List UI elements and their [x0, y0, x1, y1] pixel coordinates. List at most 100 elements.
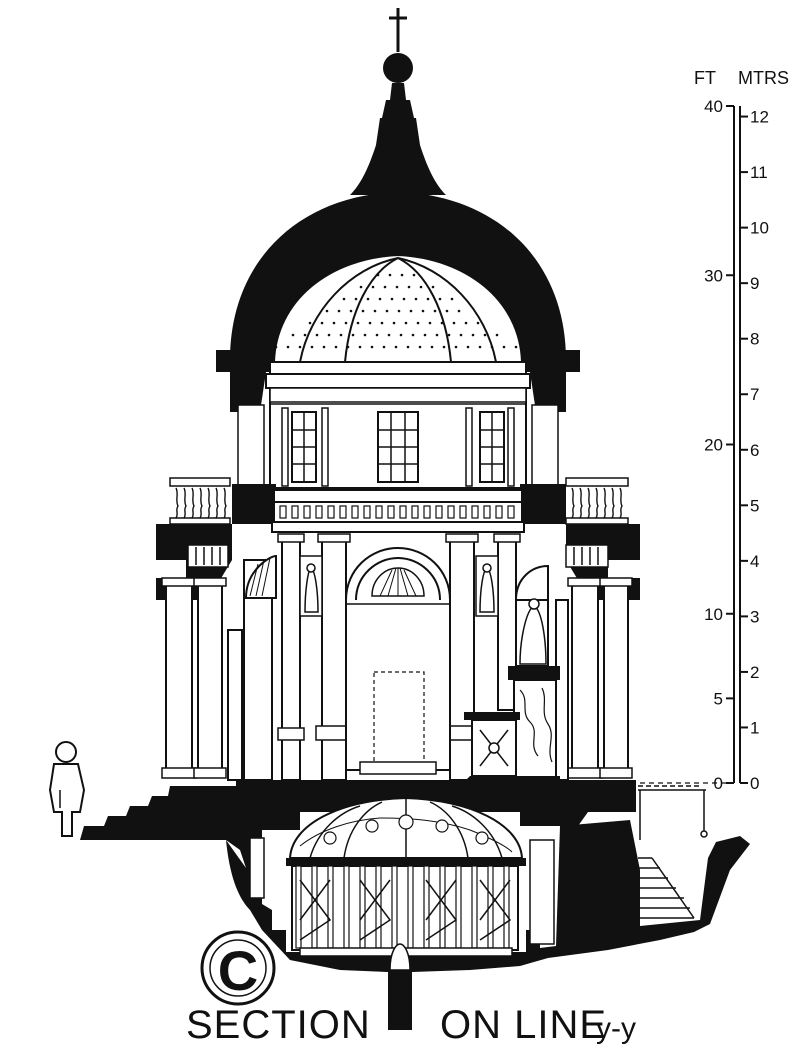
coffer-dot [337, 309, 341, 313]
coffer-dot [356, 321, 360, 325]
baluster [611, 487, 615, 519]
coffer-dot [303, 333, 307, 337]
baluster [587, 487, 591, 519]
dentil [291, 505, 299, 519]
coffer-dot [428, 321, 432, 325]
crypt-column [359, 865, 366, 949]
baluster [619, 487, 623, 519]
coffer-dot [478, 345, 482, 349]
coffer-dot [392, 321, 396, 325]
feet-tick-label: 0 [714, 774, 723, 793]
metre-tick-label: 7 [750, 385, 759, 404]
baluster [223, 487, 227, 519]
coffer-dot [376, 273, 380, 277]
feet-tick-label: 10 [704, 605, 723, 624]
coffer-dot [471, 333, 475, 337]
dentil [375, 505, 383, 519]
coffer-dot [390, 297, 394, 301]
crypt-column [391, 865, 398, 949]
baluster [191, 487, 195, 519]
dentil [459, 505, 467, 519]
crypt-column [503, 865, 510, 949]
coffer-dot [502, 345, 506, 349]
coffer-dot [411, 333, 415, 337]
coffer-dot [320, 321, 324, 325]
coffer-dot [339, 333, 343, 337]
coffer-dot [399, 333, 403, 337]
human-figure [48, 741, 86, 837]
coffer-dot [308, 321, 312, 325]
coffer-dot [412, 273, 416, 277]
coffer-dot [387, 333, 391, 337]
coffer-dot [346, 345, 350, 349]
feet-tick-label: 5 [714, 689, 723, 708]
metre-tick-label: 6 [750, 441, 759, 460]
coffer-dot [409, 309, 413, 313]
entablature-section [156, 484, 640, 600]
crypt-column [311, 865, 318, 949]
caption-on-line: ON LINE [440, 1003, 607, 1047]
coffer-dot [383, 285, 387, 289]
coffer-dot [447, 333, 451, 337]
coffer-dot [404, 321, 408, 325]
altar-structure [464, 666, 560, 781]
dentil [423, 505, 431, 519]
caption-line-ref: y-y [596, 1012, 636, 1045]
cella-interior [243, 533, 549, 781]
coffer-dot [394, 345, 398, 349]
metre-tick-label: 5 [750, 496, 759, 515]
coffer-dot [363, 333, 367, 337]
drum-window-left [291, 411, 317, 483]
coffer-dot [421, 309, 425, 313]
coffer-dot [375, 333, 379, 337]
crypt-section [226, 796, 750, 1030]
metre-tick-label: 4 [750, 552, 759, 571]
coffer-dot [371, 285, 375, 289]
dentil [315, 505, 323, 519]
dentil [351, 505, 359, 519]
dentil [435, 505, 443, 519]
coffer-dot [325, 309, 329, 313]
baluster [175, 487, 179, 519]
coffer-dot [286, 345, 290, 349]
coffer-dot [464, 321, 468, 325]
feet-tick-label: 40 [704, 97, 723, 116]
dentil [507, 505, 515, 519]
baluster [183, 487, 187, 519]
baluster [603, 487, 607, 519]
drum-window-center [377, 411, 419, 483]
dentil [447, 505, 455, 519]
dentil [339, 505, 347, 519]
drum [237, 387, 559, 489]
dentil [483, 505, 491, 519]
coffer-dot [435, 333, 439, 337]
main-floor-section [44, 776, 708, 868]
coffer-dot [452, 321, 456, 325]
coffer-dot [366, 297, 370, 301]
upper-balustrade-left [169, 477, 231, 525]
coffer-dot [414, 297, 418, 301]
dentil [399, 505, 407, 519]
upper-balustrade-right [565, 477, 629, 525]
baluster [579, 487, 583, 519]
coffer-dot [334, 345, 338, 349]
coffer-dot [380, 321, 384, 325]
coffer-dot [358, 345, 362, 349]
crypt-stair [638, 857, 695, 919]
coffer-dot [495, 333, 499, 337]
coffer-dot [445, 309, 449, 313]
coffer-dot [344, 321, 348, 325]
crypt-column [455, 865, 462, 949]
coffer-dot [349, 309, 353, 313]
coffer-dot [514, 345, 518, 349]
coffer-dot [438, 297, 442, 301]
outer-colonnade-right [555, 577, 633, 781]
coffer-dot [442, 345, 446, 349]
dentil [327, 505, 335, 519]
coffer-dot [476, 321, 480, 325]
coffer-dot [466, 345, 470, 349]
metre-tick-label: 2 [750, 663, 759, 682]
coffer-dot [397, 309, 401, 313]
